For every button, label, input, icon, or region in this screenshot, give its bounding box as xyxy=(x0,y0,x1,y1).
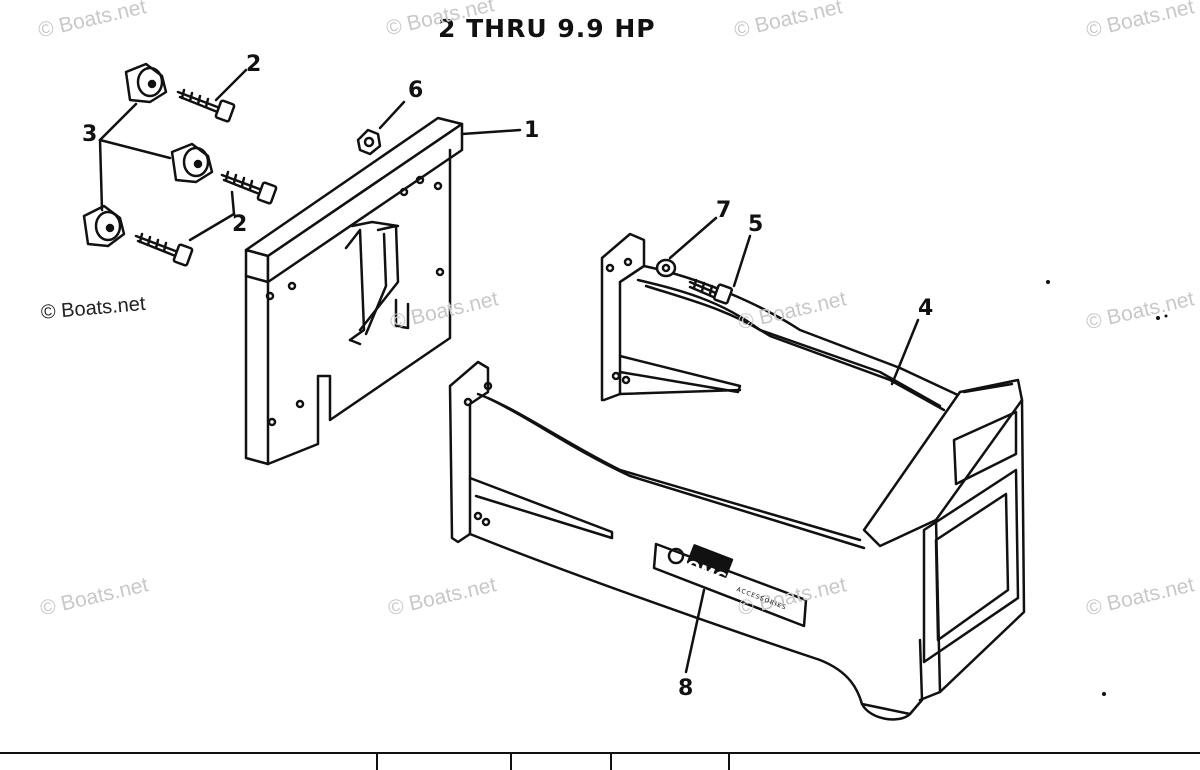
table-divider xyxy=(610,754,612,770)
callout-5: 5 xyxy=(748,212,764,237)
parts-table-edge xyxy=(0,752,1200,770)
nut-6 xyxy=(356,128,382,156)
callout-2: 2 xyxy=(246,52,262,77)
table-divider xyxy=(510,754,512,770)
washer-7 xyxy=(655,258,677,278)
bumper-top xyxy=(124,62,168,104)
diagram-title: 2 THRU 9.9 HP xyxy=(438,14,656,43)
bumper-middle xyxy=(170,142,214,184)
cradle-back-bracket xyxy=(600,232,962,412)
screw-top xyxy=(176,88,236,123)
cradle-body xyxy=(448,360,1026,721)
mounting-bracket xyxy=(244,116,464,466)
callout-4: 4 xyxy=(918,296,934,321)
callout-6: 6 xyxy=(408,78,424,103)
table-divider xyxy=(728,754,730,770)
screw-5 xyxy=(688,278,734,305)
callout-3: 3 xyxy=(82,122,98,147)
table-divider xyxy=(376,754,378,770)
screw-bottom xyxy=(134,232,194,267)
bumper-bottom xyxy=(82,204,126,248)
callout-2: 2 xyxy=(232,212,248,237)
callout-1: 1 xyxy=(524,118,540,143)
screw-middle xyxy=(220,170,278,205)
omc-label xyxy=(652,542,808,628)
callout-8: 8 xyxy=(678,676,694,701)
callout-7: 7 xyxy=(716,198,732,223)
